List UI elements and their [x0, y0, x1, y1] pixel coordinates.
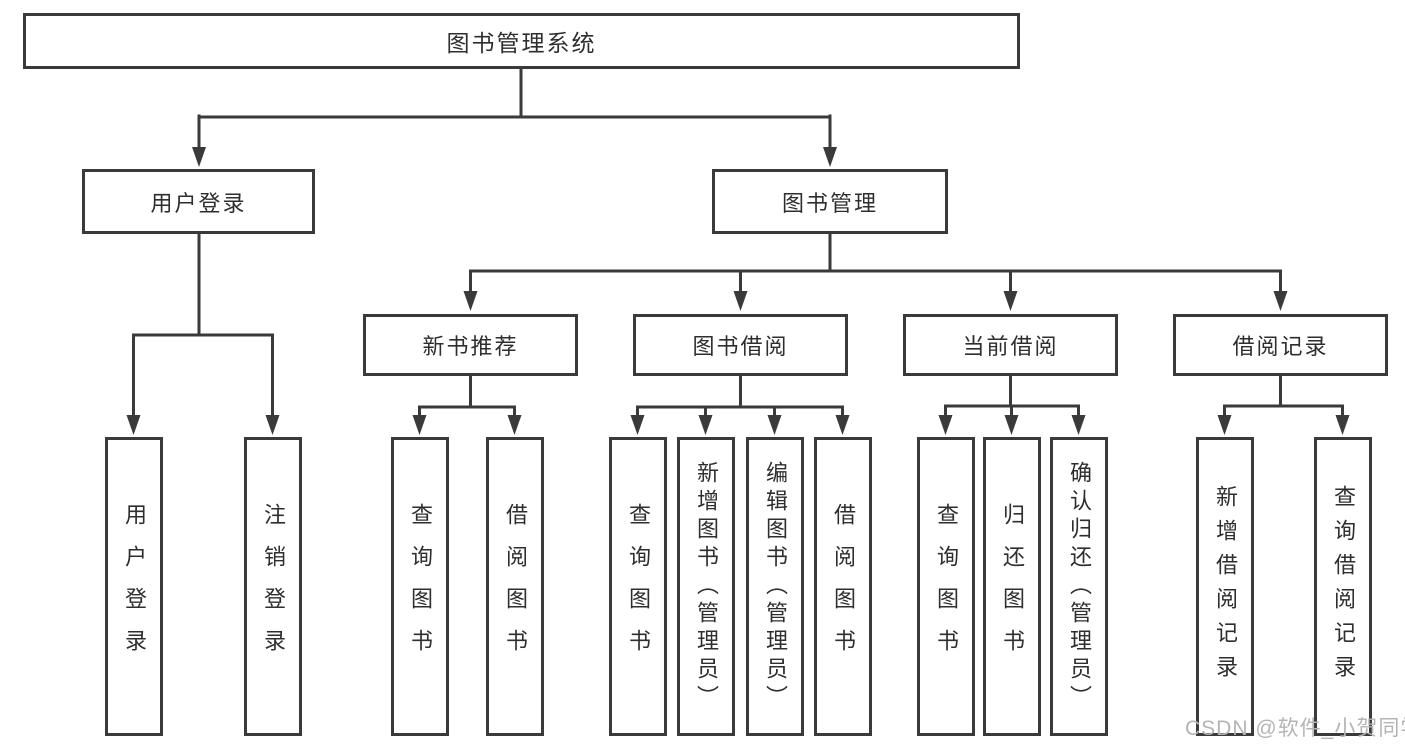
leaf-borrow-books-recommend-label: 借阅图书 — [503, 502, 528, 671]
node-user-login-label: 用户登录 — [150, 190, 247, 216]
leaf-edit-book-admin: 编辑图书（管理员） — [746, 437, 804, 736]
leaf-edit-book-admin-label: 编辑图书（管理员） — [763, 460, 788, 713]
node-user-login: 用户登录 — [82, 169, 315, 234]
node-current-borrowing-label: 当前借阅 — [962, 334, 1059, 359]
connector-book-borrow — [636, 374, 844, 419]
leaf-query-books-current-label: 查询图书 — [934, 502, 959, 671]
connector-user-login — [132, 231, 274, 419]
node-library-system-label: 图书管理系统 — [446, 30, 597, 56]
node-borrowing-records-label: 借阅记录 — [1232, 334, 1329, 359]
connector-borrow-records — [1223, 374, 1344, 419]
leaf-user-login: 用户登录 — [105, 437, 163, 736]
csdn-watermark: CSDN @软件_小贺同学 — [1185, 717, 1405, 740]
leaf-query-borrow-record: 查询借阅记录 — [1314, 437, 1372, 736]
leaf-add-borrow-record: 新增借阅记录 — [1196, 437, 1254, 736]
leaf-add-book-admin-label: 新增图书（管理员） — [694, 460, 719, 713]
leaf-query-books-recommend-label: 查询图书 — [408, 502, 433, 671]
leaf-query-borrow-record-label: 查询借阅记录 — [1331, 484, 1356, 689]
leaf-add-book-admin: 新增图书（管理员） — [677, 437, 735, 736]
leaf-confirm-return-admin: 确认归还（管理员） — [1050, 437, 1108, 736]
leaf-user-login-label: 用户登录 — [122, 502, 147, 671]
connector-new-book — [418, 374, 516, 419]
leaf-logout-label: 注销登录 — [261, 502, 286, 671]
node-book-borrowing: 图书借阅 — [633, 314, 848, 376]
leaf-query-books-borrow: 查询图书 — [609, 437, 667, 736]
node-borrowing-records: 借阅记录 — [1173, 314, 1388, 376]
arrowheads — [126, 147, 1350, 435]
connector-root — [197, 68, 832, 151]
leaf-query-books-current: 查询图书 — [917, 437, 975, 736]
node-current-borrowing: 当前借阅 — [903, 314, 1118, 376]
leaf-return-books-label: 归还图书 — [1000, 502, 1025, 671]
node-library-system: 图书管理系统 — [23, 13, 1020, 69]
leaf-borrow-books: 借阅图书 — [814, 437, 872, 736]
node-book-borrowing-label: 图书借阅 — [692, 334, 789, 359]
leaf-confirm-return-admin-label: 确认归还（管理员） — [1067, 460, 1092, 713]
leaf-query-books-recommend: 查询图书 — [391, 437, 449, 736]
node-new-book-recommendation-label: 新书推荐 — [422, 334, 519, 359]
leaf-query-books-borrow-label: 查询图书 — [626, 502, 651, 671]
connector-book-management — [469, 231, 1282, 295]
node-new-book-recommendation: 新书推荐 — [363, 314, 578, 376]
node-book-management-label: 图书管理 — [781, 190, 878, 216]
leaf-borrow-books-recommend: 借阅图书 — [486, 437, 544, 736]
connector-current-borrow — [944, 374, 1080, 419]
leaf-borrow-books-label: 借阅图书 — [831, 502, 856, 671]
leaf-return-books: 归还图书 — [983, 437, 1041, 736]
leaf-add-borrow-record-label: 新增借阅记录 — [1213, 484, 1238, 689]
node-book-management: 图书管理 — [712, 169, 948, 234]
leaf-logout: 注销登录 — [244, 437, 302, 736]
